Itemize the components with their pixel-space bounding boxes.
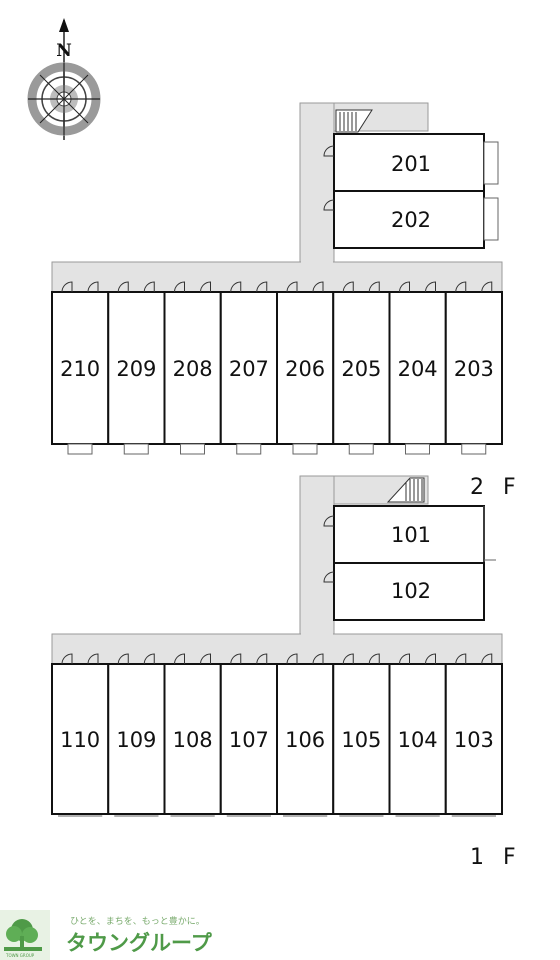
north-arrow-icon [59,18,69,32]
unit-201: 201 [323,133,499,192]
door-icon [143,653,155,665]
unit-label: 108 [173,728,213,752]
balcony [348,443,374,455]
unit-label: 203 [454,357,494,381]
balcony [292,443,318,455]
unit-106: 106 [276,653,335,817]
unit-label: 110 [60,728,100,752]
door-icon [455,281,467,293]
door-icon [312,653,324,665]
floor-label-1f: 1 F [470,845,522,870]
svg-text:102: 102 [391,579,431,603]
unit-label: 207 [229,357,269,381]
unit-label: 206 [285,357,325,381]
door-icon [117,653,129,665]
unit-label: 109 [116,728,156,752]
balcony [180,443,205,455]
unit-label: 106 [285,728,325,752]
staircase-icon [335,109,373,133]
door-icon [200,281,211,293]
door-icon [312,281,324,293]
unit-109: 109 [107,653,166,817]
door-icon [455,653,467,665]
unit-203: 203 [444,281,503,455]
door-icon [425,653,436,665]
door-icon [200,653,211,665]
door-icon [286,653,298,665]
unit-label: 107 [229,728,269,752]
north-letter: N [56,41,72,61]
unit-row-1f: 110 109 108 107 106 105 104 103 [51,653,503,817]
unit-206: 206 [276,281,335,455]
unit-102: 102 [323,559,496,621]
door-icon [368,653,380,665]
unit-107: 107 [219,653,278,817]
floor-1f: 101 102 110 109 108 107 106 105 104 103 1 F [51,475,522,870]
unit-label: 209 [116,357,156,381]
door-icon [256,653,268,665]
unit-label: 205 [341,357,381,381]
door-icon [87,653,99,665]
door-icon [230,653,242,665]
unit-label: 208 [173,357,213,381]
unit-205: 205 [332,281,391,455]
door-icon [174,281,185,293]
unit-label: 104 [398,728,438,752]
unit-207: 207 [219,281,278,455]
unit-label: 105 [341,728,381,752]
unit-209: 209 [107,281,166,455]
unit-row-2f: 210 209 208 207 206 205 204 203 [51,281,503,455]
door-icon [143,281,155,293]
unit-204: 204 [388,281,447,455]
door-icon [368,281,380,293]
door-icon [425,281,436,293]
unit-202: 202 [323,190,499,249]
unit-101: 101 [323,505,485,564]
svg-text:TOWN GROUP: TOWN GROUP [5,953,35,958]
door-icon [399,653,410,665]
svg-text:201: 201 [391,152,431,176]
svg-text:202: 202 [391,208,431,232]
door-icon [342,281,354,293]
door-icon [481,281,493,293]
unit-label: 210 [60,357,100,381]
floor-label-2f: 2 F [470,475,522,500]
door-icon [61,653,73,665]
svg-text:101: 101 [391,523,431,547]
door-icon [87,281,99,293]
balcony [405,443,430,455]
door-icon [286,281,298,293]
unit-105: 105 [332,653,391,817]
door-icon [256,281,268,293]
staircase-icon [386,477,425,503]
balcony [67,443,93,455]
floor-2f: 201 202 210 209 208 207 206 205 204 203 2 F [51,102,522,500]
door-icon [342,653,354,665]
door-icon [117,281,129,293]
unit-110: 110 [51,653,110,817]
door-icon [399,281,410,293]
logo-brand: タウングループ [66,931,213,955]
unit-108: 108 [163,653,222,817]
unit-210: 210 [51,281,110,455]
unit-208: 208 [163,281,222,455]
tree-icon [4,919,42,951]
door-icon [481,653,493,665]
logo-tagline: ひとを、まちを、もっと豊かに。 [70,915,205,927]
balcony [123,443,149,455]
door-icon [230,281,242,293]
door-icon [61,281,73,293]
unit-label: 204 [398,357,438,381]
town-group-logo: TOWN GROUP ひとを、まちを、もっと豊かに。 タウングループ [0,910,213,960]
unit-label: 103 [454,728,494,752]
compass: N [27,18,101,140]
door-icon [174,653,185,665]
balcony [236,443,262,455]
balcony [461,443,487,455]
unit-103: 103 [444,653,503,817]
unit-104: 104 [388,653,447,817]
